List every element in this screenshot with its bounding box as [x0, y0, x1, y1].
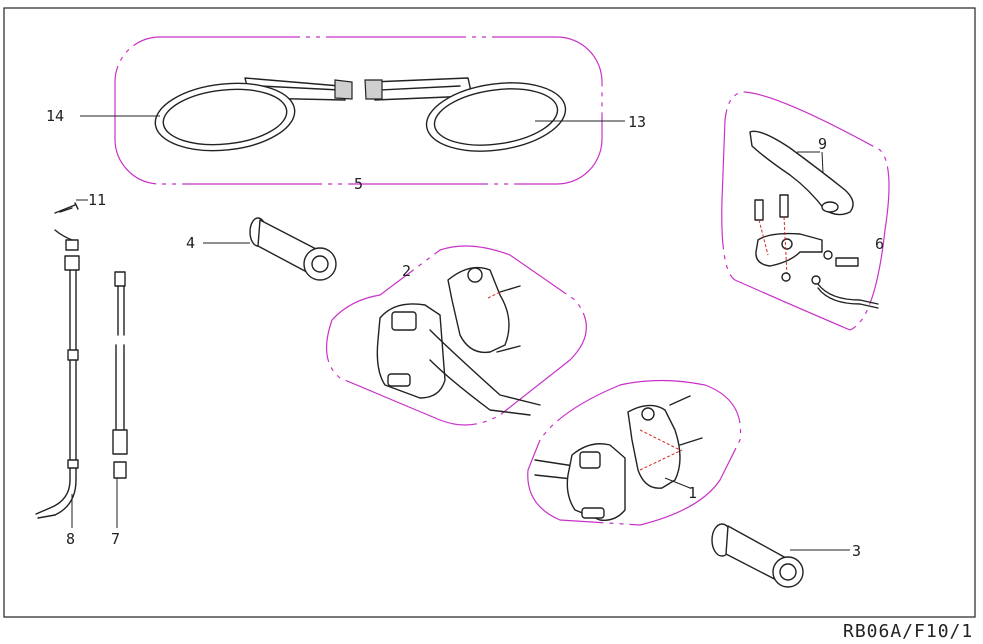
- callout-2: 2: [402, 262, 411, 280]
- callout-4: 4: [186, 234, 195, 252]
- left-grip: [249, 217, 337, 281]
- right-grip: [711, 523, 804, 588]
- right-switch-assembly: [534, 395, 703, 521]
- callout-14: 14: [46, 107, 64, 125]
- callout-3: 3: [852, 542, 861, 560]
- drawing-frame: [3, 7, 976, 618]
- leader-9b: [821, 151, 824, 174]
- left-mirror: [154, 77, 353, 152]
- callout-1: 1: [688, 484, 697, 502]
- callout-5: 5: [354, 175, 363, 193]
- callout-11: 11: [88, 191, 106, 209]
- mirror-group-outline: [114, 36, 603, 185]
- leader-1: [664, 477, 691, 489]
- lever-group-outline: [721, 91, 890, 331]
- screw-11: [54, 202, 79, 214]
- clutch-cable: [35, 207, 80, 519]
- callout-8: 8: [66, 530, 75, 548]
- callout-7: 7: [111, 530, 120, 548]
- callout-6: 6: [875, 235, 884, 253]
- callout-13: 13: [628, 113, 646, 131]
- throttle-cable: [112, 271, 128, 479]
- right-switch-group-outline: [527, 379, 742, 526]
- callout-9: 9: [818, 135, 827, 153]
- left-switch-group-outline: [326, 245, 587, 426]
- left-switch-assembly: [376, 266, 541, 416]
- brake-lever: [749, 130, 854, 216]
- lever-bracket: [754, 194, 879, 309]
- drawing-code: RB06A/F10/1: [843, 621, 973, 642]
- right-mirror: [364, 77, 567, 152]
